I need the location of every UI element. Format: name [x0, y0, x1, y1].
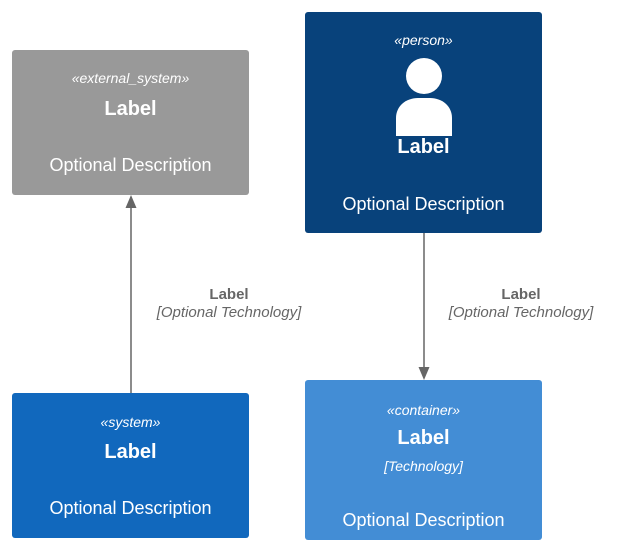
person-description: Optional Description: [342, 194, 505, 214]
arrowhead-down: [418, 367, 430, 380]
external-system-description: Optional Description: [49, 155, 212, 175]
edge-label-title: Label: [501, 286, 541, 303]
container-technology: [Technology]: [384, 458, 463, 474]
container-node[interactable]: «container» Label [Technology] Optional …: [305, 380, 542, 540]
edge-label-technology: [Optional Technology]: [156, 304, 302, 321]
edge-label-person-to-container: Label [Optional Technology]: [410, 286, 617, 322]
person-node[interactable]: «person» Label Optional Description: [305, 12, 542, 233]
system-stereotype: «system»: [100, 414, 161, 430]
person-label: Label: [397, 136, 450, 158]
container-stereotype: «container»: [386, 402, 461, 418]
person-icon: [395, 58, 452, 136]
external-system-label: Label: [104, 98, 157, 120]
edge-label-system-to-external: Label [Optional Technology]: [118, 286, 340, 322]
system-node[interactable]: «system» Label Optional Description: [12, 393, 249, 538]
edge-label-title: Label: [209, 286, 249, 303]
arrowhead-up: [125, 195, 137, 208]
person-stereotype: «person»: [394, 32, 453, 48]
container-description: Optional Description: [342, 510, 505, 530]
edge-label-technology: [Optional Technology]: [448, 304, 594, 321]
system-description: Optional Description: [49, 498, 212, 518]
external-system-stereotype: «external_system»: [71, 70, 190, 86]
container-label: Label: [397, 427, 450, 449]
system-label: Label: [104, 441, 157, 463]
external-system-node[interactable]: «external_system» Label Optional Descrip…: [12, 50, 249, 195]
